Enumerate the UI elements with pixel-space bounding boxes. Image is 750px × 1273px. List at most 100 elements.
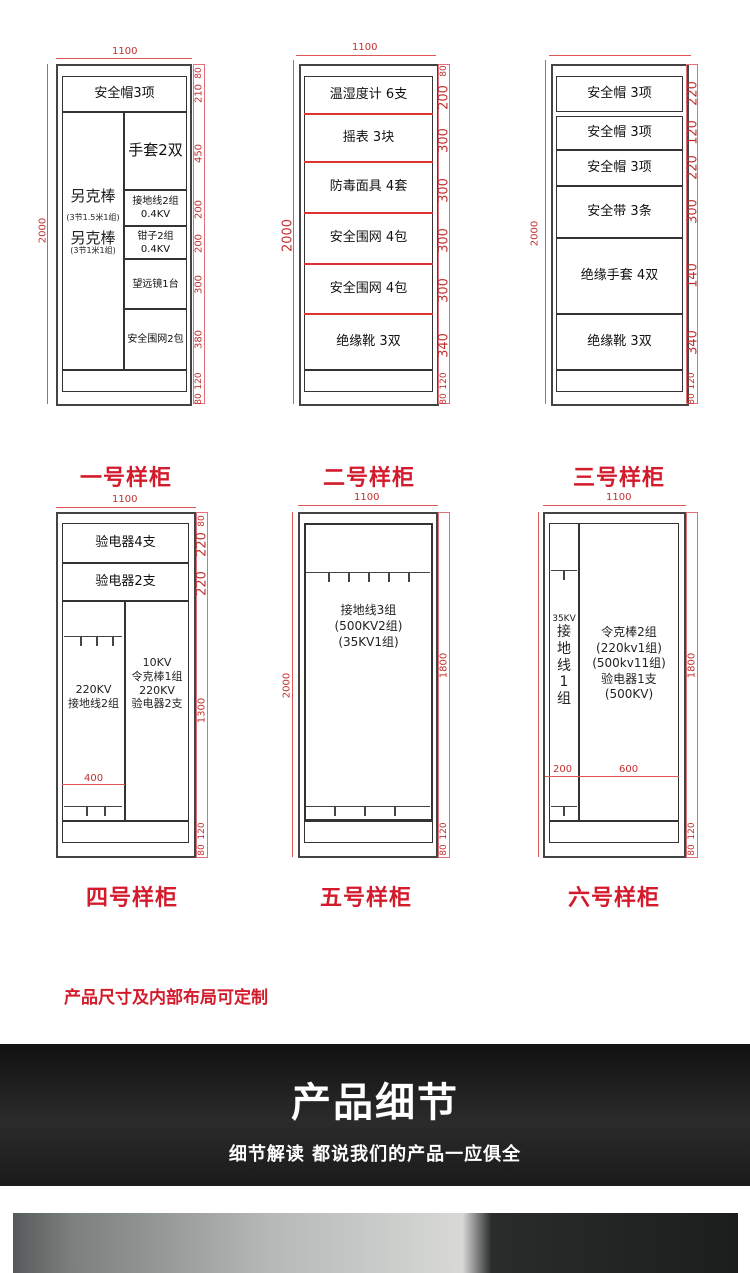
c1-caption: 一号样柜: [80, 466, 173, 491]
c4-right-10kv: 10KV: [142, 656, 172, 669]
c6-left-char-1: 接: [557, 624, 571, 640]
c1-cell-ground: 接地线2组 0.4KV: [124, 190, 187, 226]
c6-right-220kv: (220kv1组): [596, 640, 662, 655]
c4-cell-2: 验电器2支: [62, 563, 189, 601]
c4-dim-2: 220: [194, 571, 210, 596]
c1-rod-2: 另克棒: [70, 229, 116, 247]
c2-cell-2: 摇表 3块: [304, 114, 433, 162]
c5-drawer: [304, 821, 433, 843]
c6-bottom-dim-0: 200: [553, 764, 573, 775]
c3-dim-5: 340: [685, 330, 701, 355]
c2-drawer: [304, 370, 433, 392]
c6-right-text: 令克棒2组 (220kv1组) (500kv11组) 验电器1支 (500KV): [579, 625, 679, 703]
c3-drawer: [556, 370, 683, 392]
c6-hook-bottom-1: [563, 806, 565, 816]
c6-right-rod: 令克棒2组: [601, 625, 657, 639]
c1-pliers-spec: 0.4KV: [140, 243, 171, 255]
c5-hook-top-2: [348, 572, 350, 582]
banner-subtitle: 细节解读 都说我们的产品一应俱全: [228, 1144, 522, 1165]
c2-shelf-line-1: [304, 113, 433, 115]
c4-dim-3: 1300: [196, 697, 208, 724]
c1-dim-6: 380: [193, 329, 205, 350]
c3-dim-1: 120: [685, 120, 701, 145]
c6-dim-strip: [686, 512, 698, 858]
c2-cell-3: 防毒面具 4套: [304, 162, 433, 213]
c4-dim-strip: [196, 512, 208, 858]
c1-dim-4: 200: [193, 233, 205, 254]
c6-left-char-2: 地: [557, 640, 571, 657]
c4-bottom-width: 400: [84, 773, 104, 784]
detail-banner: [0, 1044, 750, 1186]
c5-hook-top-4: [388, 572, 390, 582]
c3-height-label: 2000: [529, 220, 541, 247]
c5-height-line: [292, 512, 293, 857]
c5-compartment: [304, 523, 433, 821]
c6-bottom-dim-1: 600: [619, 764, 639, 775]
c3-cell-6: 绝缘靴 3双: [556, 314, 683, 370]
c5-ground-35kv: (35KV1组): [338, 635, 399, 650]
c1-dim-2: 450: [193, 143, 205, 164]
c5-hook-top-5: [408, 572, 410, 582]
c6-right-tester-spec: (500KV): [604, 687, 654, 702]
c1-ground-label: 接地线2组: [132, 196, 179, 207]
c2-shelf-line-3: [304, 212, 433, 214]
c2-dim-strip: [438, 64, 450, 404]
c6-dim-2: 80: [687, 844, 697, 856]
c6-hook-top-1: [563, 570, 565, 580]
c1-rod-2-spec: (3节1米1组): [70, 246, 116, 255]
c5-height-label: 2000: [281, 672, 293, 699]
c5-hook-top-3: [368, 572, 370, 582]
c3-cell-2: 安全帽 3项: [556, 116, 683, 150]
c2-shelf-line-4: [304, 263, 433, 265]
c4-right-text: 10KV 令克棒1组 220KV 验电器2支: [125, 656, 189, 711]
c4-dim-1: 220: [194, 532, 210, 557]
c2-cell-5: 安全围网 4包: [304, 264, 433, 314]
c4-hook-top-1: [80, 636, 82, 646]
c4-frame: [56, 512, 196, 858]
product-photo: [13, 1213, 738, 1273]
c6-dim-0: 1800: [686, 652, 698, 679]
c6-caption: 六号样柜: [568, 886, 661, 911]
c3-frame: [551, 64, 689, 406]
c5-dim-strip: [438, 512, 450, 858]
c6-left-char-5: 组: [557, 691, 571, 708]
c2-dim-8: 80: [439, 393, 449, 405]
c3-width-line: [549, 55, 691, 56]
c2-dim-1: 200: [436, 85, 452, 110]
c6-cell-left: [549, 523, 579, 821]
c3-dim-4: 140: [685, 263, 701, 288]
customization-note: 产品尺寸及内部布局可定制: [64, 988, 268, 1008]
c4-cell-left: [62, 601, 125, 821]
c4-hook-bottom-1: [86, 806, 88, 816]
c1-dim-8: 80: [194, 393, 204, 405]
c2-frame: [299, 64, 439, 406]
c4-left-text: 220KV 接地线2组: [62, 683, 125, 712]
c5-width-label: 1100: [354, 492, 380, 503]
c5-ground-500kv: (500KV2组): [334, 619, 403, 634]
c1-width-line: [56, 58, 192, 59]
c5-hook-bottom-2: [364, 806, 366, 816]
c6-frame: [543, 512, 686, 858]
c6-cell-right: [579, 523, 679, 821]
c6-drawer: [549, 821, 679, 843]
c5-hook-bottom-1: [334, 806, 336, 816]
c1-rod-1-spec: (3节1.5米1组): [66, 213, 120, 222]
c3-height-line: [545, 60, 546, 404]
c1-dim-1: 210: [193, 83, 205, 104]
c1-dim-3: 200: [193, 199, 205, 220]
c4-hook-top-3: [112, 636, 114, 646]
c4-width-label: 1100: [112, 494, 138, 505]
c5-text: 接地线3组 (500KV2组) (35KV1组): [304, 602, 433, 651]
c4-left-voltage: 220KV: [75, 683, 112, 696]
c5-dim-0: 1800: [438, 652, 450, 679]
c3-dim-0: 220: [685, 81, 701, 106]
c1-cell-gloves: 手套2双: [124, 112, 187, 190]
c4-right-rod: 令克棒1组: [131, 669, 183, 683]
c4-cell-1: 验电器4支: [62, 523, 189, 563]
c4-left-ground: 接地线2组: [68, 697, 119, 711]
c1-width-label: 1100: [112, 46, 138, 57]
c1-drawer: [62, 370, 187, 392]
c2-dim-3: 300: [436, 178, 452, 203]
c6-left-text: 35KV 接 地 线 1 组: [549, 614, 579, 708]
c1-cell-helmet: 安全帽3项: [62, 76, 187, 112]
